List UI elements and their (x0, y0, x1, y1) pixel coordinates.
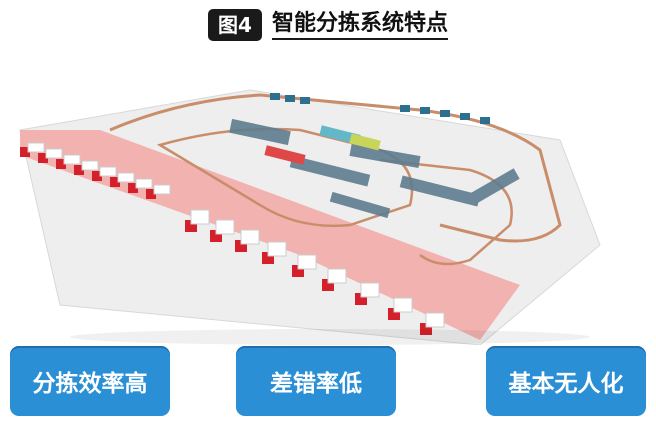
feature-largely-unmanned: 基本无人化 (486, 346, 646, 416)
truck (38, 148, 63, 163)
truck (128, 178, 153, 193)
trucks-front-dock (185, 209, 445, 335)
truck (74, 160, 99, 175)
floor-shadow (70, 329, 590, 345)
figure-label-badge: 图4 (208, 9, 262, 41)
feature-low-error-rate: 差错率低 (236, 346, 396, 416)
figure-header-inner: 图4 智能分拣系统特点 (208, 9, 448, 41)
highlight-pods (264, 125, 381, 165)
truck (20, 142, 45, 157)
truck (235, 229, 260, 252)
sorting-center-illustration (19, 89, 601, 345)
truck (56, 154, 81, 169)
truck (262, 241, 287, 264)
truck (92, 166, 117, 181)
truck (110, 172, 135, 187)
feature-high-sorting-efficiency: 分拣效率高 (10, 346, 170, 416)
figure-title: 智能分拣系统特点 (271, 11, 448, 40)
conveyor-right-loop (379, 158, 513, 266)
sorting-racks (229, 118, 520, 219)
truck (185, 209, 210, 232)
truck (355, 282, 380, 305)
conveyor-inner-loop (156, 127, 414, 228)
truck (292, 254, 317, 277)
truck (388, 297, 413, 320)
conveyor-main-loop (109, 93, 562, 243)
truck (210, 219, 235, 242)
truck (322, 268, 347, 291)
truck (146, 184, 171, 199)
container-row-top (270, 93, 490, 124)
trucks-left-dock (20, 142, 171, 199)
truck (420, 312, 445, 335)
figure-header: 图4 智能分拣系统特点 (0, 8, 656, 42)
